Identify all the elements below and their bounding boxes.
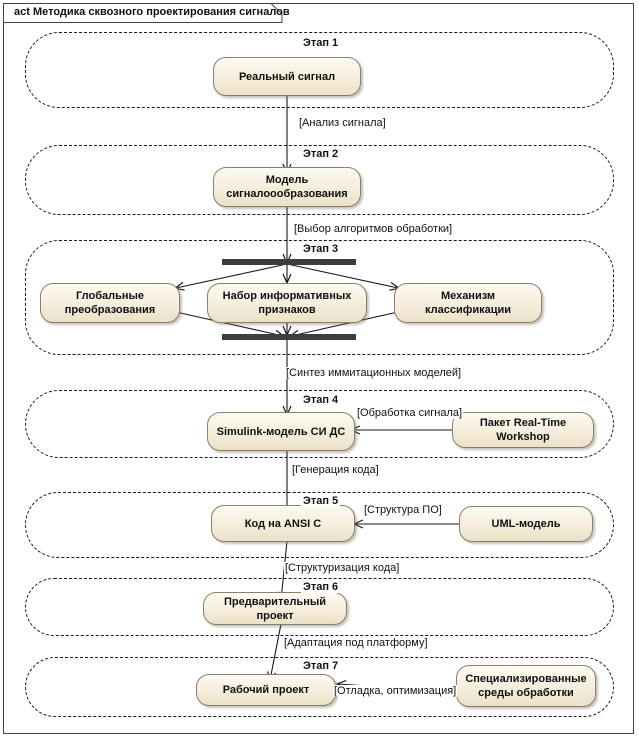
edge-label-software-structure: [Структура ПО] — [363, 504, 443, 516]
lane-title-stage6: Этап 6 — [301, 581, 341, 593]
edge-label-model-synthesis: [Синтез иммитационных моделей] — [285, 367, 463, 379]
edge-label-signal-processing: [Обработка сигнала] — [356, 407, 464, 419]
lane-stage5 — [25, 492, 614, 558]
edge-label-algorithm-choice: [Выбор алгоритмов обработки] — [293, 223, 454, 235]
edge-label-code-generation: [Генерация кода] — [291, 464, 380, 476]
lane-stage7 — [25, 657, 614, 717]
node-uml-model[interactable]: UML-модель — [459, 506, 593, 542]
edge-label-debug-optimize: [Отладка, оптимизация] — [333, 685, 458, 697]
node-working-project-label: Рабочий проект — [222, 684, 310, 696]
lane-stage4 — [25, 390, 614, 458]
diagram-title-label: act Методика сквозного проектирования си… — [14, 6, 290, 18]
node-signal-model-label: Модель сигналоообразования — [226, 174, 348, 200]
lane-title-stage4: Этап 4 — [301, 394, 341, 406]
node-special-environments-label: Специализированные среды обработки — [465, 673, 587, 699]
node-preliminary-project-label: Предварительный проект — [224, 595, 326, 622]
node-feature-set[interactable]: Набор информативных признаков — [207, 283, 367, 323]
lane-stage3 — [25, 240, 614, 355]
node-ansi-c-code-label: Код на ANSI C — [244, 517, 322, 530]
node-classification-mechanism-label: Механизм классификации — [424, 290, 512, 316]
node-global-transforms[interactable]: Глобальные преобразования — [40, 283, 180, 323]
node-global-transforms-label: Глобальные преобразования — [64, 290, 156, 316]
lane-stage1 — [25, 32, 614, 108]
node-real-signal[interactable]: Реальный сигнал — [213, 57, 361, 96]
node-simulink-model[interactable]: Simulink-модель СИ ДС — [207, 412, 355, 451]
lane-title-stage2: Этап 2 — [301, 148, 341, 160]
edge-label-analysis: [Анализ сигнала] — [298, 117, 387, 129]
lane-stage6 — [25, 578, 614, 636]
edge-label-platform-adaptation: [Адаптация под платформу] — [283, 637, 429, 649]
lane-stage2 — [25, 145, 614, 215]
node-signal-model[interactable]: Модель сигналоообразования — [213, 167, 361, 207]
node-preliminary-project[interactable]: Предварительный проект — [203, 592, 347, 625]
lane-title-stage5: Этап 5 — [301, 495, 341, 507]
node-rtw-package[interactable]: Пакет Real-Time Workshop — [452, 412, 594, 448]
join-bar-stage3 — [222, 334, 356, 340]
node-working-project[interactable]: Рабочий проект — [196, 674, 336, 706]
node-uml-model-label: UML-модель — [491, 518, 561, 530]
fork-bar-stage3 — [222, 259, 356, 265]
node-classification-mechanism[interactable]: Механизм классификации — [394, 283, 542, 323]
node-rtw-package-label: Пакет Real-Time Workshop — [479, 417, 567, 443]
lane-title-stage3: Этап 3 — [301, 243, 341, 255]
node-real-signal-label: Реальный сигнал — [238, 70, 336, 83]
title-tab-shape — [3, 3, 283, 23]
lane-title-stage7: Этап 7 — [301, 660, 341, 672]
edge-label-code-structuring: [Структуризация кода] — [284, 562, 401, 574]
node-special-environments[interactable]: Специализированные среды обработки — [456, 665, 596, 707]
node-simulink-model-label: Simulink-модель СИ ДС — [216, 425, 346, 438]
lane-title-stage1: Этап 1 — [301, 37, 341, 49]
node-ansi-c-code[interactable]: Код на ANSI C — [211, 505, 355, 542]
node-feature-set-label: Набор информативных признаков — [222, 290, 352, 316]
